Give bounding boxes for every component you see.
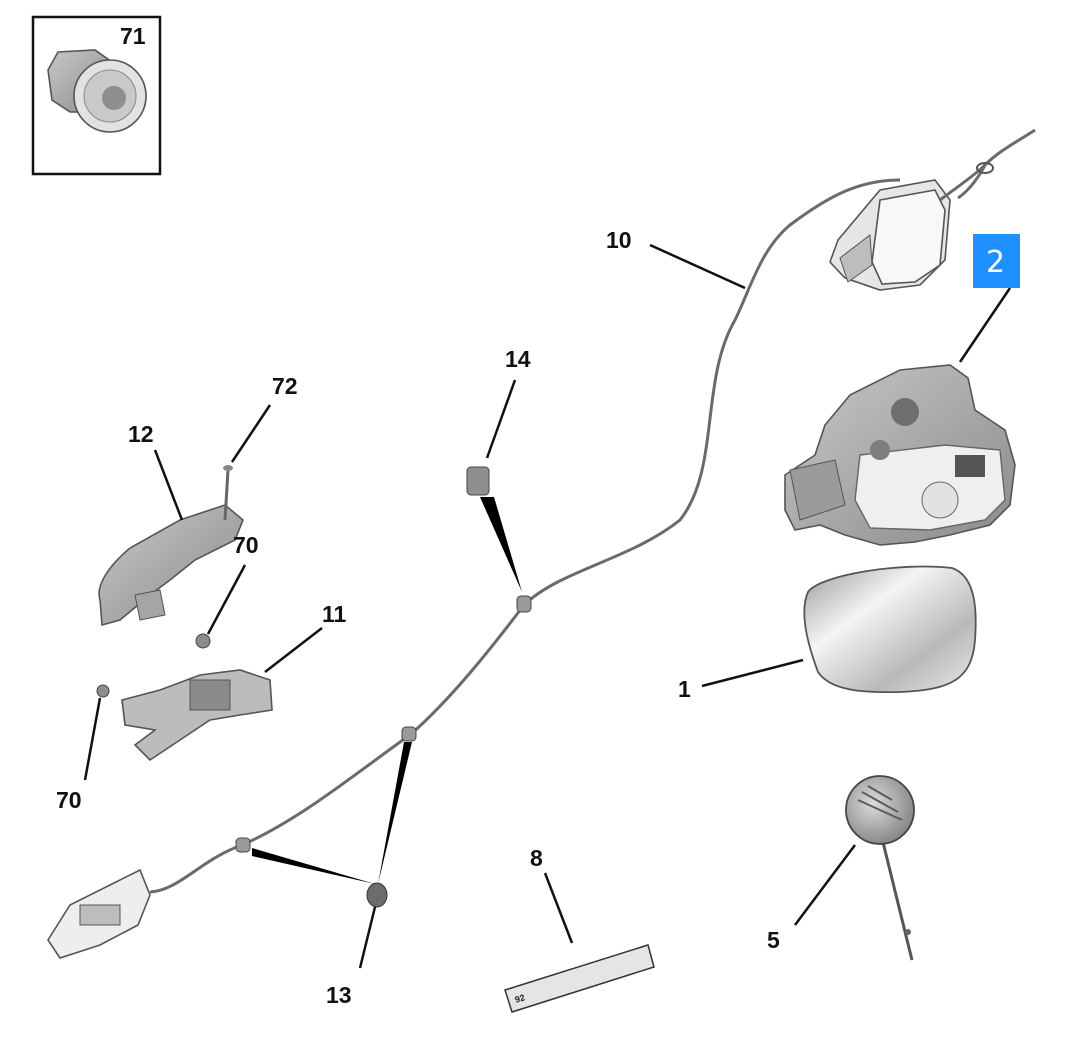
part-71-inset xyxy=(31,15,162,176)
callout-13: 13 xyxy=(326,982,352,1008)
part-70-washer-b xyxy=(96,684,110,698)
leader-14 xyxy=(485,379,517,459)
leader-70b xyxy=(83,697,102,781)
wedge-pointer-13-b xyxy=(378,742,412,884)
callout-72: 72 xyxy=(272,373,298,399)
leader-lines xyxy=(83,243,1012,969)
part-70-washer-a xyxy=(195,633,211,649)
wedge-pointer-14 xyxy=(480,497,522,592)
part-12-handle-cover xyxy=(98,504,244,627)
cable-clip-2 xyxy=(401,726,417,742)
highlight-box-2 xyxy=(973,234,1020,288)
callout-14: 14 xyxy=(505,346,531,372)
callout-8: 8 xyxy=(530,845,543,871)
leader-72 xyxy=(230,404,272,463)
leader-5 xyxy=(794,844,856,926)
leader-70a xyxy=(206,564,247,635)
callout-70-upper: 70 xyxy=(233,532,259,558)
leader-13 xyxy=(358,906,377,969)
part-13-grommet xyxy=(366,882,388,908)
leader-10 xyxy=(649,243,746,290)
callout-12: 12 xyxy=(128,421,154,447)
part-5-fuel-cap xyxy=(845,775,915,961)
callout-5: 5 xyxy=(767,927,780,953)
cable-clip-1 xyxy=(235,837,251,853)
callout-2: 2 xyxy=(986,245,1005,280)
part-72-screw xyxy=(223,465,233,521)
leader-2 xyxy=(958,287,1012,363)
leader-1 xyxy=(701,658,804,688)
callout-10: 10 xyxy=(606,227,632,253)
part-1-fuel-flap xyxy=(803,565,977,694)
leader-12 xyxy=(153,449,184,521)
cable-clip-3 xyxy=(516,595,532,613)
leader-11 xyxy=(264,627,323,673)
callout-70-lower: 70 xyxy=(56,787,82,813)
label-text: 92 xyxy=(514,992,527,1005)
callout-11: 11 xyxy=(322,601,347,627)
release-cable xyxy=(149,178,901,894)
part-14-clip xyxy=(466,466,490,496)
part-8-label: 92 xyxy=(504,944,655,1013)
leader-8 xyxy=(543,872,574,944)
callout-1: 1 xyxy=(678,676,691,702)
release-handle xyxy=(47,868,151,959)
part-2-flap-housing xyxy=(784,364,1016,546)
part-11-lever xyxy=(121,669,273,762)
callout-71: 71 xyxy=(120,23,146,49)
part-10-cable-end xyxy=(829,128,1036,291)
wedge-pointer-13-a xyxy=(252,848,375,884)
